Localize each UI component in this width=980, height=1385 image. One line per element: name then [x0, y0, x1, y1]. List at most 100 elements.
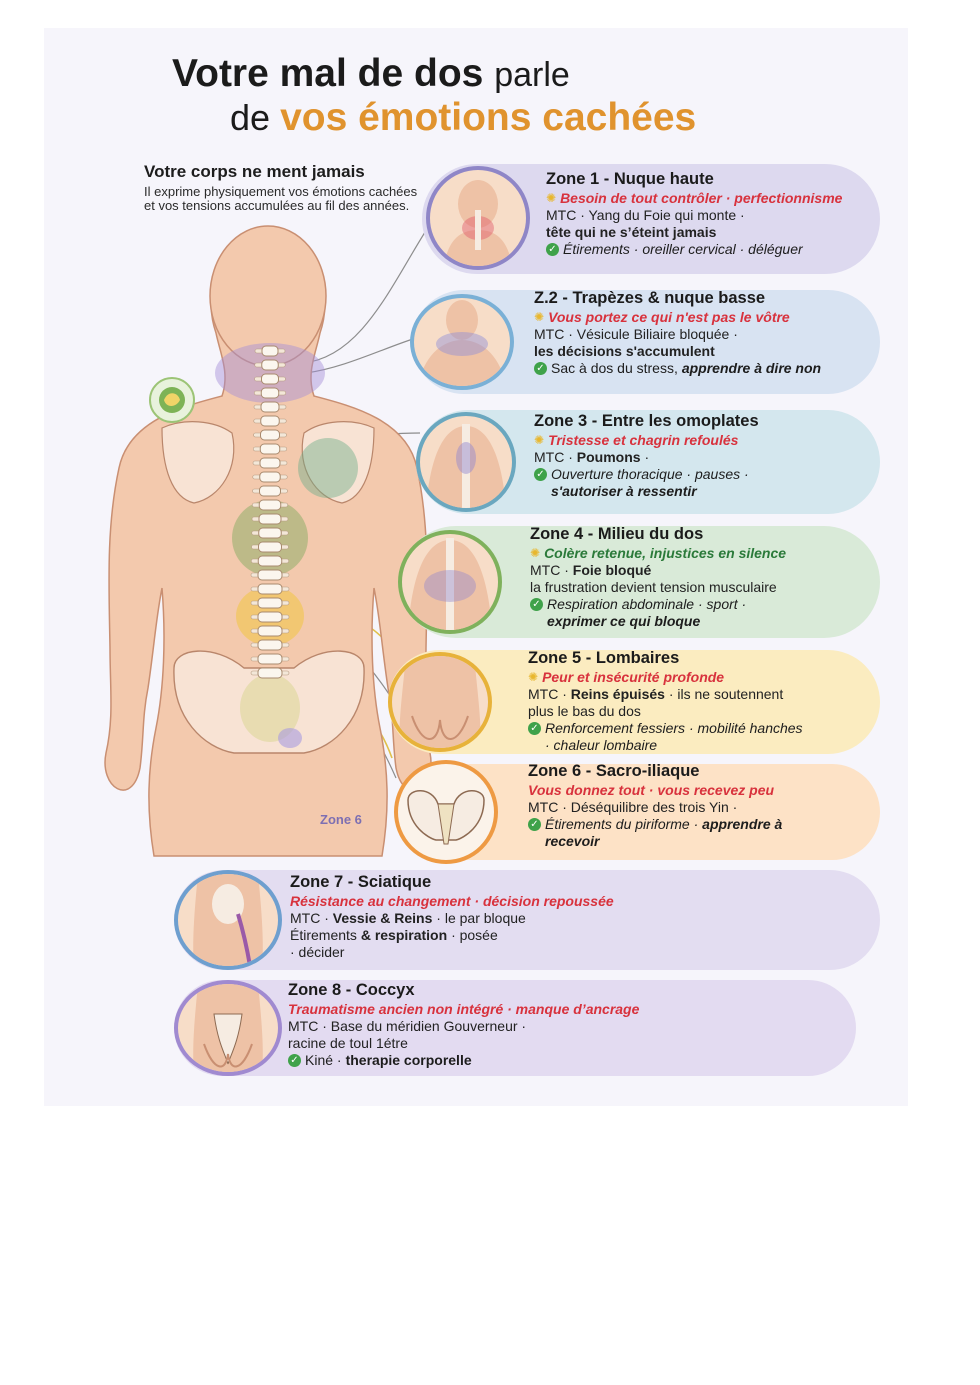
logo-leaf	[164, 393, 180, 406]
back-figure-illustration	[104, 217, 435, 857]
vertebra	[257, 653, 283, 665]
poster: Votre mal de dos parle de vos émotions c…	[44, 28, 908, 1106]
zone2-text: Z.2 - Trapèzes & nuque basse ✺Vous porte…	[534, 290, 821, 377]
zone3-marker	[298, 438, 358, 498]
vertebra	[258, 527, 282, 539]
bulb-icon: ✺	[530, 546, 541, 560]
vertebra	[257, 583, 283, 595]
vertebra	[259, 471, 281, 483]
zone6-advice-b: apprendre à	[702, 816, 783, 832]
zone4-mtc: MTC · Foie bloqué	[530, 562, 786, 579]
zone5-mtc: MTC · Reins épuisés · ils ne soutennent	[528, 686, 803, 703]
zone7-card	[174, 870, 880, 970]
zone7-emotion-text: Résistance au changement · décision repo…	[290, 893, 614, 909]
zone6-advice-a: Étirements du piriforme ·	[545, 816, 699, 832]
zone6-text: Zone 6 - Sacro-iliaque Vous donnez tout …	[528, 763, 782, 850]
vertebra	[261, 373, 279, 385]
zone3-thumbnail	[416, 412, 516, 512]
zone8-advice-a: Kiné ·	[305, 1052, 342, 1068]
right-scapula	[301, 421, 375, 504]
zone3-advice-block: Ouverture thoracique · pauses ·s'autoris…	[551, 466, 749, 500]
zone7-advice-c: · posée	[451, 927, 498, 943]
title-bold: Votre mal de dos	[172, 52, 484, 95]
zone7-mtc-c: · le par bloque	[436, 910, 526, 926]
title-lead: de	[230, 97, 271, 138]
zone3-mtc: MTC · Poumons ·	[534, 449, 759, 466]
check-icon: ✓	[528, 818, 541, 831]
vertebra	[257, 639, 283, 651]
zone6-thumbnail	[394, 760, 498, 864]
zone1-mtc2: tête qui ne s’éteint jamais	[546, 224, 717, 240]
zone1-title: Zone 1 - Nuque haute	[546, 170, 714, 188]
bulb-icon: ✺	[534, 433, 545, 447]
zone7-text: Zone 7 - Sciatique Résistance au changem…	[290, 874, 614, 961]
zone1-advice-text: Étirements · oreiller cervical · délégue…	[563, 241, 803, 257]
vertebra	[259, 485, 281, 497]
zone3-title: Zone 3 - Entre les omoplates	[534, 412, 759, 430]
bulb-icon: ✺	[534, 310, 545, 324]
zone4-thumbnail	[398, 530, 502, 634]
zone1-text: Zone 1 - Nuque haute ✺Besoin de tout con…	[546, 171, 842, 258]
vertebra	[259, 443, 281, 455]
zone8-thumbnail	[174, 980, 282, 1076]
zone8-title: Zone 8 - Coccyx	[288, 981, 415, 999]
vertebra	[258, 513, 282, 525]
vertebra	[260, 387, 280, 399]
zone4-advice2: exprimer ce qui bloque	[547, 613, 701, 629]
title-line-1: Votre mal de dos parle	[172, 52, 570, 96]
title-light: parle	[494, 56, 570, 94]
bulb-icon: ✺	[546, 191, 557, 205]
zone3-advice: ✓ Ouverture thoracique · pauses ·s'autori…	[534, 466, 759, 500]
zone7-mtc: MTC · Vessie & Reins · le par bloque	[290, 910, 614, 927]
zone6-mtc: MTC · Déséquilibre des trois Yin ·	[528, 799, 738, 815]
zone3-text: Zone 3 - Entre les omoplates ✺Tristesse …	[534, 413, 759, 500]
vertebra	[261, 345, 279, 357]
vertebra	[257, 555, 283, 567]
neck-zone-glow	[215, 343, 325, 403]
zone6-emotion: Vous donnez tout · vous recevez peu	[528, 782, 782, 799]
vertebra	[260, 429, 280, 441]
vertebra	[259, 457, 281, 469]
zone2-mtc: MTC · Vésicule Biliaire bloquée ·	[534, 326, 738, 342]
sacrum	[240, 674, 300, 742]
zone5-advice-text: Renforcement fessiers · mobilité hanches	[545, 720, 803, 736]
zone5-title: Zone 5 - Lombaires	[528, 649, 680, 667]
zone5-advice: ✓Renforcement fessiers · mobilité hanche…	[528, 720, 803, 754]
zone3-emotion: ✺Tristesse et chagrin refoulés	[534, 432, 759, 449]
title-line-2: de vos émotions cachées	[230, 96, 696, 140]
zone3-emotion-text: Tristesse et chagrin refoulés	[548, 432, 739, 448]
zone7-advice: Étirements & respiration · posée	[290, 927, 614, 944]
zone1-emotion: ✺Besoin de tout contrôler · perfectionni…	[546, 190, 842, 207]
zone5-mtc-c: · ils ne soutennent	[668, 686, 784, 702]
zone4-advice-text: Respiration abdominale · sport ·	[547, 596, 747, 612]
intro-heading: Votre corps ne ment jamais	[144, 162, 365, 181]
zone1-mtc: MTC · Yang du Foie qui monte ·	[546, 207, 745, 223]
check-icon: ✓	[546, 243, 559, 256]
zone6-marker	[278, 728, 302, 748]
zone6-title: Zone 6 - Sacro-iliaque	[528, 762, 700, 780]
vertebra	[257, 569, 283, 581]
zone5-text: Zone 5 - Lombaires ✺Peur et insécurité p…	[528, 650, 803, 754]
zone2-advice: ✓Sac à dos du stress,apprendre à dire no…	[534, 360, 821, 377]
zone3-advice-text: Ouverture thoracique · pauses ·	[551, 466, 749, 482]
check-icon: ✓	[534, 468, 547, 481]
zone4-mtc-a: MTC ·	[530, 562, 569, 578]
zone5-advice2: · chaleur lombaire	[545, 737, 658, 753]
zone2-advice-b: apprendre à dire non	[681, 360, 822, 376]
zone3-mtc-c: ·	[644, 449, 650, 465]
vertebra	[258, 499, 282, 511]
zone7-advice2: · décider	[290, 944, 345, 960]
zone8-mtc: MTC · Base du méridien Gouverneur ·	[288, 1018, 527, 1034]
zone7-emotion: Résistance au changement · décision repo…	[290, 893, 614, 910]
zone4-text: Zone 4 - Milieu du dos ✺Colère retenue, …	[530, 526, 786, 630]
vertebra	[261, 359, 279, 371]
zone4-emotion-text: Colère retenue, injustices en silence	[544, 545, 787, 561]
vertebra	[257, 611, 283, 623]
vertebra	[258, 541, 282, 553]
zone5-thumbnail	[388, 652, 492, 752]
zone4-title: Zone 4 - Milieu du dos	[530, 525, 704, 543]
intro-text: Il exprime physiquement vos émotions cac…	[144, 184, 418, 213]
zone2-title: Z.2 - Trapèzes & nuque basse	[534, 289, 766, 307]
